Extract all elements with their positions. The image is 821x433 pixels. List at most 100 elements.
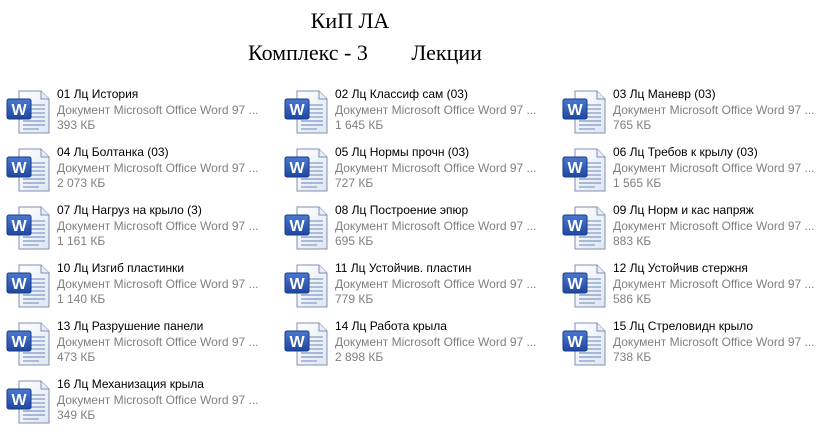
svg-text:W: W bbox=[567, 276, 583, 293]
file-name[interactable]: 12 Лц Устойчив стержня bbox=[613, 261, 748, 275]
file-name[interactable]: 10 Лц Изгиб пластинки bbox=[57, 261, 185, 275]
file-name[interactable]: 15 Лц Стреловидн крыло bbox=[613, 319, 754, 333]
word-document-icon[interactable]: W bbox=[283, 263, 329, 309]
word-document-icon[interactable]: W bbox=[561, 321, 607, 367]
file-size: 765 КБ bbox=[613, 118, 652, 132]
word-document-icon[interactable]: W bbox=[561, 205, 607, 251]
svg-text:W: W bbox=[567, 218, 583, 235]
word-document-icon[interactable]: W bbox=[561, 263, 607, 309]
file-type: Документ Microsoft Office Word 97 ... bbox=[613, 102, 815, 117]
file-name[interactable]: 07 Лц Нагруз на крыло (3) bbox=[57, 203, 202, 217]
file-type: Документ Microsoft Office Word 97 ... bbox=[57, 334, 259, 349]
file-item[interactable]: W 04 Лц Болтанка (03)Документ Microsoft … bbox=[3, 144, 281, 202]
word-document-icon[interactable]: W bbox=[5, 379, 51, 425]
subtitle-complex: Комплекс - 3 bbox=[248, 40, 368, 65]
file-name[interactable]: 06 Лц Требов к крылу (03) bbox=[613, 145, 758, 159]
svg-text:W: W bbox=[289, 218, 305, 235]
file-type: Документ Microsoft Office Word 97 ... bbox=[57, 218, 259, 233]
file-size: 883 КБ bbox=[613, 234, 652, 248]
file-item[interactable]: W 06 Лц Требов к крылу (03)Документ Micr… bbox=[559, 144, 819, 202]
file-name[interactable]: 03 Лц Маневр (03) bbox=[613, 87, 716, 101]
file-item[interactable]: W 05 Лц Нормы прочн (03)Документ Microso… bbox=[281, 144, 559, 202]
file-type: Документ Microsoft Office Word 97 ... bbox=[57, 276, 259, 291]
file-size: 727 КБ bbox=[335, 176, 374, 190]
svg-text:W: W bbox=[289, 102, 305, 119]
word-document-icon[interactable]: W bbox=[561, 147, 607, 193]
word-document-icon[interactable]: W bbox=[283, 321, 329, 367]
svg-text:W: W bbox=[567, 102, 583, 119]
file-size: 586 КБ bbox=[613, 292, 652, 306]
file-type: Документ Microsoft Office Word 97 ... bbox=[613, 334, 815, 349]
file-type: Документ Microsoft Office Word 97 ... bbox=[613, 276, 815, 291]
svg-text:W: W bbox=[11, 102, 27, 119]
file-size: 1 161 КБ bbox=[57, 234, 106, 248]
file-info: 06 Лц Требов к крылу (03)Документ Micros… bbox=[613, 145, 821, 192]
file-size: 1 140 КБ bbox=[57, 292, 106, 306]
file-name[interactable]: 14 Лц Работа крыла bbox=[335, 319, 447, 333]
file-info: 04 Лц Болтанка (03)Документ Microsoft Of… bbox=[57, 145, 277, 192]
word-document-icon[interactable]: W bbox=[561, 89, 607, 135]
file-size: 473 КБ bbox=[57, 350, 96, 364]
svg-text:W: W bbox=[289, 334, 305, 351]
word-document-icon[interactable]: W bbox=[5, 263, 51, 309]
file-size: 695 КБ bbox=[335, 234, 374, 248]
file-item[interactable]: W 02 Лц Классиф сам (03)Документ Microso… bbox=[281, 86, 559, 144]
word-document-icon[interactable]: W bbox=[5, 205, 51, 251]
file-type: Документ Microsoft Office Word 97 ... bbox=[335, 160, 537, 175]
file-type: Документ Microsoft Office Word 97 ... bbox=[57, 392, 259, 407]
file-item[interactable]: W 03 Лц Маневр (03)Документ Microsoft Of… bbox=[559, 86, 819, 144]
file-name[interactable]: 08 Лц Построение эпюр bbox=[335, 203, 469, 217]
word-document-icon[interactable]: W bbox=[5, 147, 51, 193]
file-item[interactable]: W 07 Лц Нагруз на крыло (3)Документ Micr… bbox=[3, 202, 281, 260]
file-name[interactable]: 02 Лц Классиф сам (03) bbox=[335, 87, 468, 101]
subtitle-lectures: Лекции bbox=[411, 40, 482, 65]
file-size: 1 645 КБ bbox=[335, 118, 384, 132]
file-name[interactable]: 04 Лц Болтанка (03) bbox=[57, 145, 169, 159]
word-document-icon[interactable]: W bbox=[283, 147, 329, 193]
word-document-icon[interactable]: W bbox=[283, 205, 329, 251]
svg-text:W: W bbox=[567, 334, 583, 351]
file-type: Документ Microsoft Office Word 97 ... bbox=[57, 160, 259, 175]
file-size: 779 КБ bbox=[335, 292, 374, 306]
file-type: Документ Microsoft Office Word 97 ... bbox=[335, 218, 537, 233]
file-name[interactable]: 13 Лц Разрушение панели bbox=[57, 319, 204, 333]
file-size: 349 КБ bbox=[57, 408, 96, 422]
word-document-icon[interactable]: W bbox=[5, 321, 51, 367]
file-type: Документ Microsoft Office Word 97 ... bbox=[335, 276, 537, 291]
page-subtitle: Комплекс - 3 Лекции bbox=[248, 40, 548, 66]
word-document-icon[interactable]: W bbox=[5, 89, 51, 135]
file-size: 2 073 КБ bbox=[57, 176, 106, 190]
file-info: 02 Лц Классиф сам (03)Документ Microsoft… bbox=[335, 87, 555, 134]
file-type: Документ Microsoft Office Word 97 ... bbox=[613, 160, 815, 175]
file-type: Документ Microsoft Office Word 97 ... bbox=[335, 334, 537, 349]
file-name[interactable]: 09 Лц Норм и кас напряж bbox=[613, 203, 754, 217]
file-size: 2 898 КБ bbox=[335, 350, 384, 364]
file-type: Документ Microsoft Office Word 97 ... bbox=[335, 102, 537, 117]
file-type: Документ Microsoft Office Word 97 ... bbox=[57, 102, 259, 117]
word-document-icon[interactable]: W bbox=[283, 89, 329, 135]
svg-text:W: W bbox=[567, 160, 583, 177]
file-name[interactable]: 11 Лц Устойчив. пластин bbox=[335, 261, 472, 275]
file-name[interactable]: 05 Лц Нормы прочн (03) bbox=[335, 145, 470, 159]
file-name[interactable]: 16 Лц Механизация крыла bbox=[57, 377, 204, 391]
file-name[interactable]: 01 Лц История bbox=[57, 87, 139, 101]
